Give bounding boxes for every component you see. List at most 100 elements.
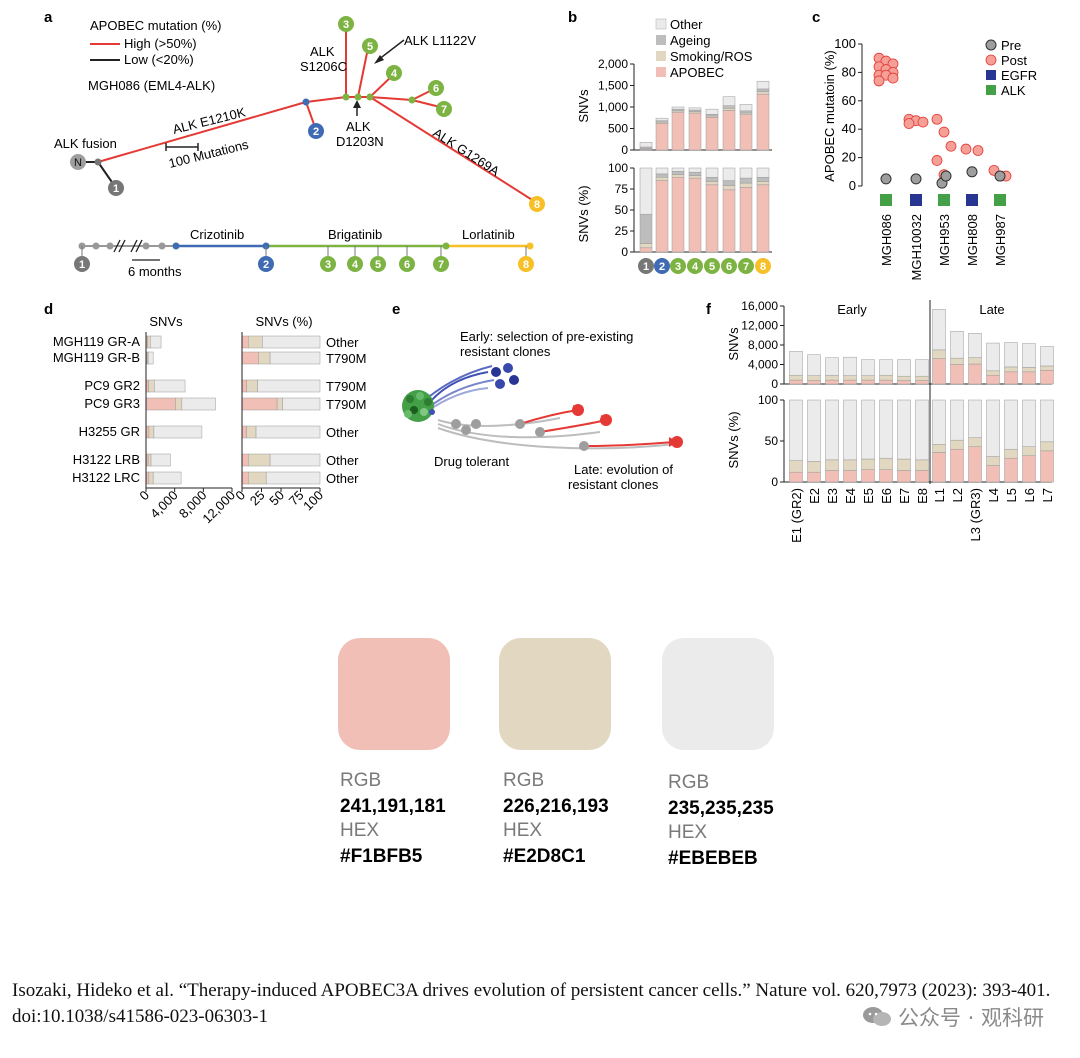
tree-node-8 xyxy=(529,196,545,212)
b-bottom-bar-ageing xyxy=(756,176,770,182)
b-x-marker xyxy=(755,258,771,274)
d-title-left: SNVs xyxy=(149,314,183,329)
legend-ageing: Ageing xyxy=(670,33,710,48)
b-x-marker-label: 3 xyxy=(675,261,681,273)
d-annotation: T790M xyxy=(326,351,366,366)
b-top-bar-apobec xyxy=(705,117,719,151)
f-top-bar-smokingros xyxy=(1040,365,1054,371)
f-x-label: L3 (GR3) xyxy=(968,488,983,541)
c-sample-label: MGH987 xyxy=(993,214,1008,266)
c-sample-label: MGH086 xyxy=(879,214,894,266)
b-bottom-bar-ageing xyxy=(671,171,685,175)
f-top-bar-smokingros xyxy=(789,374,803,381)
d-left-bar-smokingros xyxy=(147,453,152,467)
swatch-1-hex: #F1BFB5 xyxy=(340,846,423,867)
d-row-label: PC9 GR3 xyxy=(84,396,140,411)
b-bottom-bar-other xyxy=(722,167,736,181)
scale-label: 100 Mutations xyxy=(167,136,250,170)
legend-alk: ALK xyxy=(1001,83,1026,98)
legend-egfr: EGFR xyxy=(1001,68,1037,83)
b-bottom-ytick-label: 50 xyxy=(615,203,629,217)
tumor-illustration xyxy=(402,363,683,451)
legend-apobec: APOBEC xyxy=(670,65,724,80)
swatch-other xyxy=(662,638,774,750)
b-top-ytick-label: 500 xyxy=(608,122,628,136)
b-bottom-bar-apobec xyxy=(671,176,685,253)
f-top-bar-other xyxy=(950,331,964,359)
f-bottom-bar-apobec xyxy=(915,470,929,483)
b-bottom-bar-apobec xyxy=(639,247,653,253)
f-bottom-bar-smokingros xyxy=(968,437,982,447)
b-top-bar-apobec xyxy=(722,110,736,151)
f-bottom-ytick-label: 50 xyxy=(765,434,779,448)
timeline-markers: 1 2 3 4 5 6 7 8 xyxy=(74,256,534,272)
b-x-marker-label: 7 xyxy=(743,261,749,273)
d-right-bar-apobec xyxy=(241,351,259,365)
f-bottom-bar-apobec xyxy=(1022,455,1036,483)
b-bottom-bar-other xyxy=(705,167,719,178)
f-ylabel-bottom: SNVs (%) xyxy=(726,411,741,468)
panel-letter-d: d xyxy=(44,301,53,318)
f-top-bar-apobec xyxy=(968,363,982,385)
timeline-scale: 6 months xyxy=(128,264,182,279)
f-top-bar-apobec xyxy=(879,379,893,385)
b-bottom-bar-other xyxy=(756,167,770,178)
f-top-bar-other xyxy=(789,351,803,376)
d-right-bar-smokingros xyxy=(276,397,283,411)
b-top-bar-apobec xyxy=(756,93,770,151)
f-top-ytick-label: 0 xyxy=(771,377,778,391)
panel-f: f Early Late SNVs SNVs (%) 04,0008,00012… xyxy=(706,299,1055,543)
swatch-2-rgb: 226,216,193 xyxy=(503,796,609,817)
f-bottom-bar-other xyxy=(843,399,857,461)
b-x-marker-label: 8 xyxy=(760,261,766,273)
d-left-bar-other xyxy=(181,397,216,411)
d-right-bar-other xyxy=(282,397,321,411)
l1122v-label: ALK L1122V xyxy=(404,33,476,48)
swatch-2-hex-label: HEX xyxy=(503,820,543,841)
f-x-label: L5 xyxy=(1004,488,1019,502)
f-bottom-bar-smokingros xyxy=(1040,441,1054,452)
f-top-bar-smokingros xyxy=(879,374,893,381)
b-x-marker xyxy=(721,258,737,274)
legend-pre: Pre xyxy=(1001,38,1021,53)
b-top-bar-apobec xyxy=(655,123,669,151)
d-annotation: Other xyxy=(326,471,359,486)
f-bottom-bar-smokingros xyxy=(1004,448,1018,459)
svg-text:7: 7 xyxy=(441,104,447,116)
b-top-bar-smokingros xyxy=(722,108,736,111)
b-top-bar-other xyxy=(739,104,753,112)
b-top-bar-ageing xyxy=(688,109,702,112)
f-x-label: E4 xyxy=(843,488,858,504)
f-x-label: L4 xyxy=(986,488,1001,502)
b-bottom-ytick-label: 25 xyxy=(615,224,629,238)
c-pre-point xyxy=(880,173,892,185)
f-bottom-bar-apobec xyxy=(897,470,911,483)
b-bottom-bar-ageing xyxy=(655,173,669,178)
f-x-label: L2 xyxy=(950,488,965,502)
f-bottom-bar-apobec xyxy=(968,446,982,483)
b-x-marker xyxy=(638,258,654,274)
b-bottom-bar-smokingros xyxy=(655,176,669,181)
f-bottom-bar-apobec xyxy=(879,469,893,483)
f-bottom-bar-smokingros xyxy=(932,444,946,453)
f-bottom-bar-other xyxy=(1040,399,1054,443)
tree-nodes: N 1 2 3 4 5 6 7 8 xyxy=(70,16,545,212)
tree-node-1 xyxy=(108,180,124,196)
f-x-label: E7 xyxy=(897,488,912,504)
d-right-bar-smokingros xyxy=(246,425,257,439)
f-top-bar-apobec xyxy=(932,358,946,385)
b-ylabel-bottom: SNVs (%) xyxy=(576,185,591,242)
early-label-2: resistant clones xyxy=(460,344,551,359)
d-right-xtick-label: 100 xyxy=(300,488,326,514)
b-bottom-bar-other xyxy=(639,167,653,215)
sample-name: MGH086 (EML4-ALK) xyxy=(88,78,215,93)
d-left-bar-smokingros xyxy=(148,379,155,393)
swatch-smoking xyxy=(499,638,611,750)
f-top-bar-apobec xyxy=(861,379,875,385)
d-left-bar-other xyxy=(147,351,154,365)
b-x-marker xyxy=(654,258,670,274)
f-x-label: E3 xyxy=(825,488,840,504)
f-top-ytick-label: 16,000 xyxy=(741,299,778,313)
